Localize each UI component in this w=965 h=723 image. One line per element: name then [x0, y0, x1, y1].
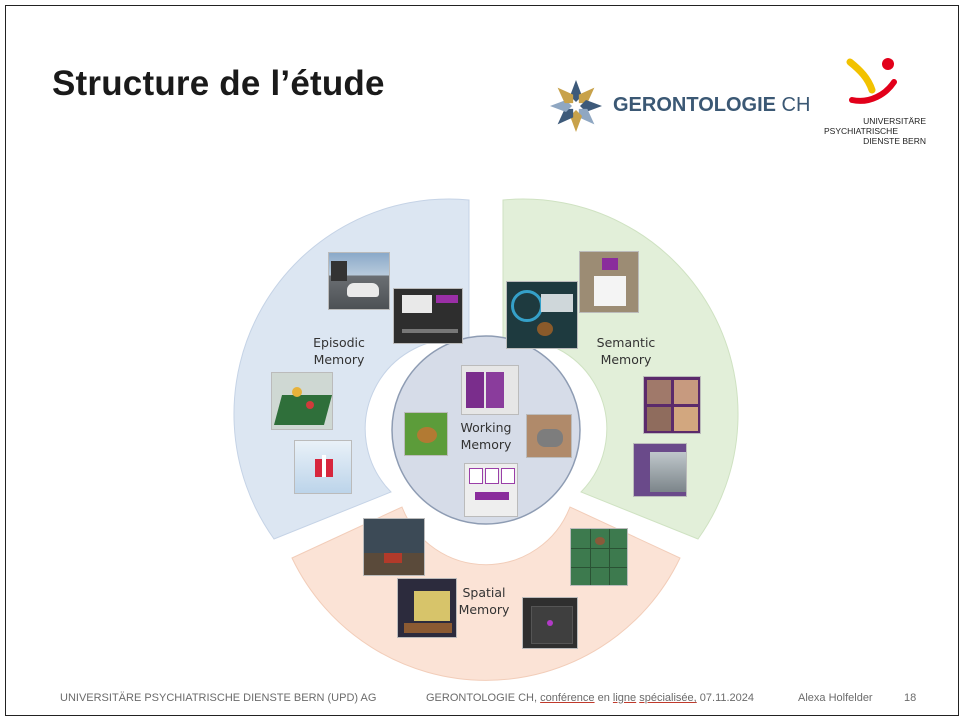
working-label-line1: Working [460, 420, 512, 435]
working-label-line2: Memory [460, 437, 512, 452]
gerontologie-wordmark: GERONTOLOGIE CH [613, 94, 810, 117]
upd-line-2: PSYCHIATRISCHE [824, 126, 898, 136]
semantic-thumbnail-photo [633, 443, 687, 497]
episodic-thumbnail-board [271, 372, 333, 430]
spatial-label-line1: Spatial [462, 585, 506, 600]
working-thumbnail-cards [464, 463, 518, 517]
footer-event-word-3: spécialisée, [639, 692, 697, 704]
spatial-thumbnail-street [363, 518, 425, 576]
semantic-thumbnail-faces [643, 376, 701, 434]
upd-wordmark: UNIVERSITÄRE PSYCHIATRISCHE DIENSTE BERN [818, 116, 926, 146]
footer-event-prefix: GERONTOLOGIE CH, [426, 692, 538, 704]
upd-logo-icon [846, 58, 897, 104]
spatial-thumbnail-room [522, 597, 578, 649]
working-thumbnail-animal-left [404, 412, 448, 456]
slide-title: Structure de l’étude [52, 64, 385, 103]
upd-line-3: DIENSTE BERN [863, 136, 926, 146]
footer-institution: UNIVERSITÄRE PSYCHIATRISCHE DIENSTE BERN… [60, 692, 377, 704]
semantic-label: Semantic Memory [591, 334, 661, 368]
episodic-label-line1: Episodic [313, 335, 365, 350]
page-number: 18 [904, 692, 917, 704]
footer-event: GERONTOLOGIE CH, conférence en ligne spé… [426, 692, 754, 704]
footer-event-word-1: conférence [540, 692, 595, 704]
episodic-label: Episodic Memory [304, 334, 374, 368]
spatial-thumbnail-shop [397, 578, 457, 638]
episodic-thumbnail-driving [328, 252, 390, 310]
footer-event-mid: en [597, 692, 610, 704]
working-label: Working Memory [451, 419, 521, 453]
spatial-label: Spatial Memory [449, 584, 519, 618]
working-thumbnail-elephant [526, 414, 572, 458]
semantic-thumbnail-gameshow [506, 281, 578, 349]
footer-date: 07.11.2024 [699, 692, 755, 704]
footer-author: Alexa Holfelder [798, 692, 873, 704]
semantic-thumbnail-card [579, 251, 639, 313]
episodic-thumbnail-gift [294, 440, 352, 494]
spatial-thumbnail-maze-grid [570, 528, 628, 586]
upd-line-1: UNIVERSITÄRE [863, 116, 926, 126]
slide: Structure de l’étude GERONTOLOGIE CH UNI… [5, 5, 959, 716]
episodic-label-line2: Memory [313, 352, 365, 367]
gerontologie-bold: GERONTOLOGIE [613, 94, 776, 116]
semantic-label-line1: Semantic [596, 335, 656, 350]
working-thumbnail-grid [461, 365, 519, 415]
working-circle [391, 335, 581, 525]
episodic-thumbnail-screen [393, 288, 463, 344]
gerontologie-logo-icon [550, 80, 602, 132]
spatial-label-line2: Memory [458, 602, 510, 617]
footer-event-word-2: ligne [612, 692, 637, 704]
gerontologie-light: CH [781, 94, 811, 116]
episodic-segment [233, 198, 470, 540]
semantic-label-line2: Memory [600, 352, 652, 367]
